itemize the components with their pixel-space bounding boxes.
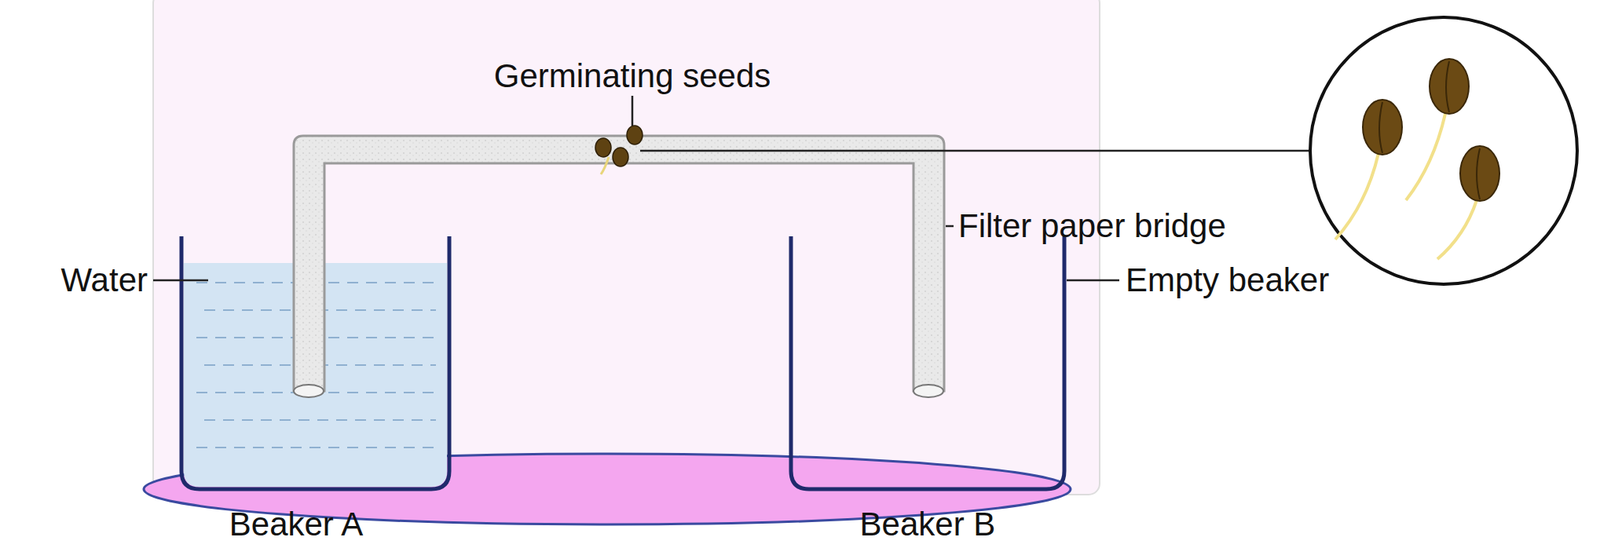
bridge-label: Filter paper bridge	[958, 209, 1227, 243]
leader-lines	[153, 95, 1311, 281]
filter-paper-bridge	[293, 135, 945, 392]
glass-jar	[153, 0, 1100, 495]
beaker-name: Beaker A	[229, 508, 363, 542]
water-label: Water	[61, 263, 148, 297]
seeds-label: Germinating seeds	[494, 59, 772, 93]
beaker-content-label: Empty beaker	[1125, 263, 1330, 297]
beaker-name: Beaker B	[860, 508, 996, 542]
beaker-b	[790, 236, 1065, 490]
magnified-seeds	[1310, 17, 1578, 285]
beaker-a	[181, 236, 450, 490]
seeds-on-bridge	[595, 125, 643, 175]
